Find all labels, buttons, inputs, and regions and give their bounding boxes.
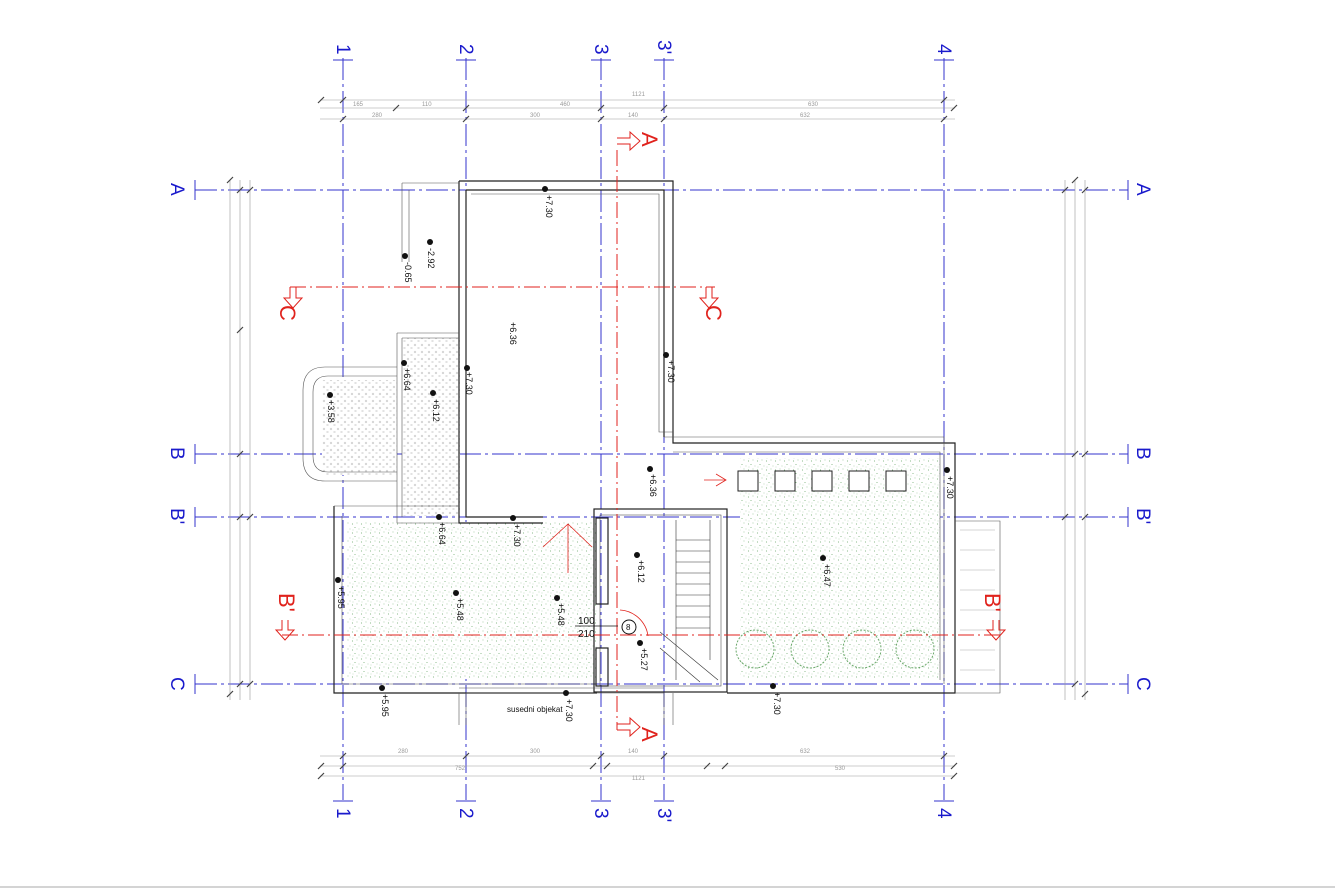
elev-label: +3.58 <box>326 400 336 423</box>
axis-label-3prime-top: 3' <box>653 40 674 54</box>
stair-circle-label: 8 <box>626 623 631 632</box>
shrubs <box>735 629 935 669</box>
axis-label-B-left: B <box>166 447 187 460</box>
dim-bottom-632: 632 <box>800 749 811 755</box>
dim-top-165: 165 <box>353 102 364 108</box>
elevation-markers <box>327 186 950 696</box>
elev-label: +6.36 <box>508 322 518 345</box>
dim-bottom-300: 300 <box>530 749 541 755</box>
elev-label: +5.48 <box>556 603 566 626</box>
section-label-A-top: A <box>637 132 662 147</box>
section-label-C-left: C <box>275 305 300 321</box>
axis-labels-right: A B B' C <box>1132 183 1153 691</box>
dim-bottom-140: 140 <box>628 749 639 755</box>
elev-label: +6.47 <box>822 564 832 587</box>
dim-top2-140: 140 <box>628 113 639 119</box>
building-walls <box>302 180 1001 725</box>
axis-labels-bottom: 1 2 3 3' 4 <box>332 808 954 822</box>
section-label-Bprime-right: B' <box>980 593 1005 612</box>
dim-bottom-280: 280 <box>398 749 409 755</box>
dim-bottom-530: 530 <box>835 766 846 772</box>
dim-top2-632: 632 <box>800 113 811 119</box>
elev-label: +6.12 <box>431 399 441 422</box>
dimension-chain-top: 165 110 460 1121 630 280 300 140 632 <box>317 92 958 123</box>
elev-label: +7.30 <box>544 195 554 218</box>
stair-label-top: 100 <box>578 616 595 627</box>
dim-top-460: 460 <box>560 102 571 108</box>
elev-label: +5.95 <box>380 694 390 717</box>
axis-label-3-bottom: 3 <box>590 808 611 819</box>
axis-label-1-bottom: 1 <box>332 808 353 819</box>
elev-label: +5.95 <box>336 586 346 609</box>
section-lines: A A C C B' B' <box>274 130 1007 742</box>
axis-label-C-left: C <box>166 677 187 691</box>
elev-label: -2.92 <box>426 248 436 269</box>
terrace-right <box>740 458 940 680</box>
stair-annotation: 100 210 8 <box>575 616 637 640</box>
elev-label: -0.65 <box>403 262 413 283</box>
dim-top2-280: 280 <box>372 113 383 119</box>
axis-label-Bprime-right: B' <box>1132 508 1153 524</box>
axis-label-4-bottom: 4 <box>933 808 954 819</box>
gravel-balcony <box>322 380 397 475</box>
elev-label: +7.30 <box>512 524 522 547</box>
section-label-C-right: C <box>701 305 726 321</box>
axis-labels-left: A B B' C <box>166 183 187 691</box>
gravel-strip <box>402 338 460 516</box>
dim-top2-300: 300 <box>530 113 541 119</box>
axis-label-2-top: 2 <box>455 44 476 55</box>
axis-label-3prime-bottom: 3' <box>653 808 674 822</box>
elev-label: +7.30 <box>945 476 955 499</box>
axis-label-4-top: 4 <box>933 44 954 55</box>
axis-label-A-right: A <box>1132 183 1153 196</box>
elevation-labels: +7.30 -2.92 -0.65 +6.36 +7.30 +6.64 +6.1… <box>326 195 955 722</box>
dim-top-630: 630 <box>808 102 819 108</box>
axis-label-C-right: C <box>1132 677 1153 691</box>
section-label-Bprime-left: B' <box>274 593 299 612</box>
axis-label-3-top: 3 <box>590 44 611 55</box>
elev-label: +6.12 <box>636 560 646 583</box>
elev-label: +6.64 <box>437 522 447 545</box>
elev-label: +7.30 <box>666 360 676 383</box>
stair-label-bottom: 210 <box>578 629 595 640</box>
elev-label: +5.27 <box>639 648 649 671</box>
dimension-chain-left <box>226 176 254 700</box>
axis-label-1-top: 1 <box>332 44 353 55</box>
dim-top-1121: 1121 <box>632 92 646 98</box>
axis-label-A-left: A <box>166 183 187 196</box>
skylights <box>737 470 907 492</box>
dim-bottom-752: 752 <box>455 766 466 772</box>
elev-label: +7.30 <box>564 699 574 722</box>
section-label-A-bottom: A <box>637 727 662 742</box>
dim-top-110: 110 <box>422 102 432 108</box>
terrace-fills <box>322 338 940 680</box>
elev-label: +7.30 <box>464 372 474 395</box>
neighbor-object-label: susedni objekat <box>507 705 563 714</box>
elev-label: +6.36 <box>648 474 658 497</box>
axis-labels-top: 1 2 3 3' 4 <box>332 40 954 55</box>
axis-label-2-bottom: 2 <box>455 808 476 819</box>
terrace-lower-left <box>347 522 597 679</box>
axis-label-Bprime-left: B' <box>166 508 187 524</box>
elev-label: +7.30 <box>772 692 782 715</box>
dimension-chain-bottom: 280 300 140 632 752 1121 530 <box>317 749 958 782</box>
elev-label: +6.64 <box>402 368 412 391</box>
elev-label: +5.48 <box>455 598 465 621</box>
dim-bottom-1121: 1121 <box>632 776 646 782</box>
axis-label-B-right: B <box>1132 447 1153 460</box>
dimension-chain-right <box>1061 176 1089 700</box>
